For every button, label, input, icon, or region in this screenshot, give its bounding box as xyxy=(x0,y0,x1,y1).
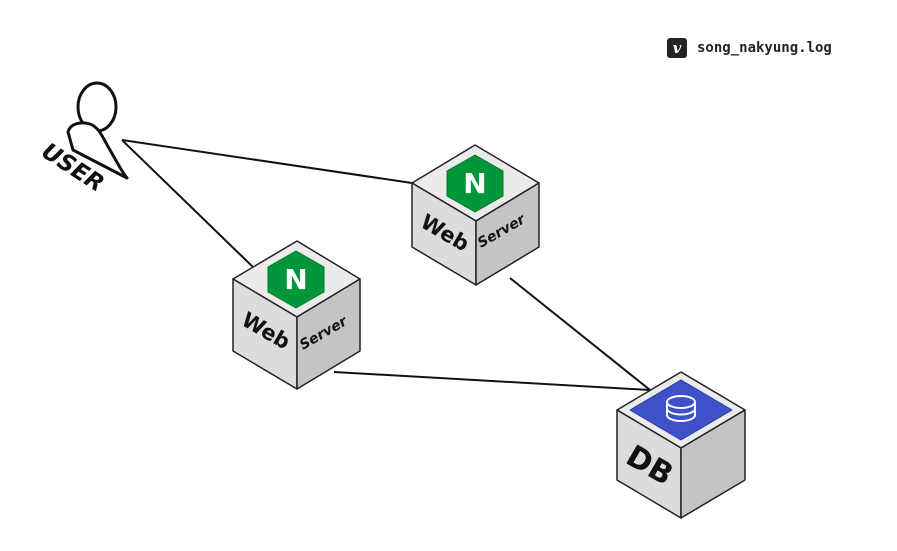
user-icon xyxy=(66,81,129,180)
db-node: DB xyxy=(616,371,746,519)
web-server-node-top: N Web Server xyxy=(411,144,540,286)
connector-webserver-top-to-db xyxy=(509,277,651,391)
svg-text:N: N xyxy=(463,167,486,200)
nginx-icon: N xyxy=(267,250,325,309)
velog-logo-icon: v xyxy=(667,38,687,58)
nginx-icon: N xyxy=(446,154,504,213)
svg-text:N: N xyxy=(284,263,307,296)
user-node: USER xyxy=(37,81,129,197)
watermark-text: song_nakyung.log xyxy=(697,40,832,56)
connector-webserver-left-to-db xyxy=(333,371,651,391)
cube-right-face xyxy=(680,409,746,519)
cube-right-face xyxy=(296,278,361,390)
connector-user-to-webserver-top xyxy=(121,139,413,184)
connector-user-to-webserver-left xyxy=(121,139,255,269)
database-icon xyxy=(629,379,733,441)
watermark: v song_nakyung.log xyxy=(667,38,832,58)
web-server-node-left: N Web Server xyxy=(232,240,361,390)
cube-right-face xyxy=(475,182,540,286)
